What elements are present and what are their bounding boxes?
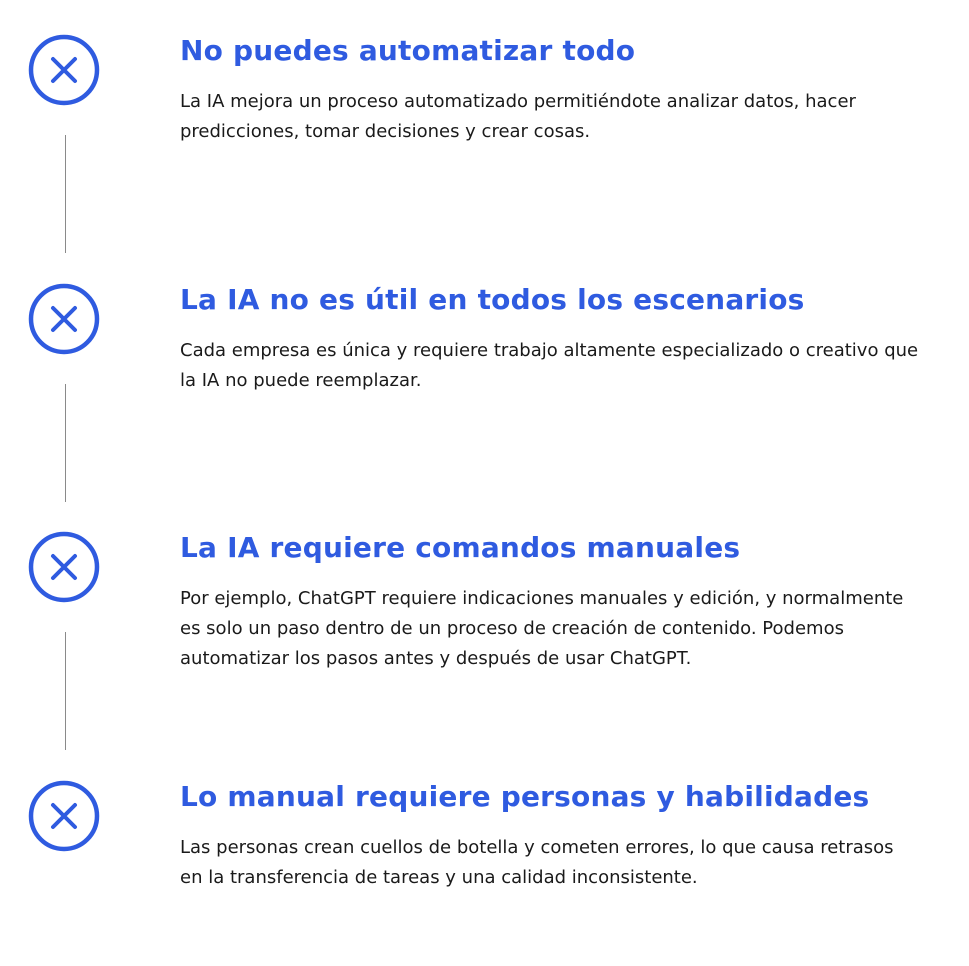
item-title: Lo manual requiere personas y habilidade…: [180, 780, 870, 813]
close-circle-icon: [28, 34, 100, 106]
close-circle-icon: [28, 780, 100, 852]
item-description: Por ejemplo, ChatGPT requiere indicacion…: [180, 588, 904, 669]
item-title: La IA no es útil en todos los escenarios: [180, 283, 805, 316]
connector-line: [65, 135, 66, 253]
connector-line: [65, 384, 66, 502]
item-title: No puedes automatizar todo: [180, 34, 636, 67]
item-description: Cada empresa es única y requiere trabajo…: [180, 340, 919, 391]
item-description: La IA mejora un proceso automatizado per…: [180, 91, 856, 142]
close-circle-icon: [28, 283, 100, 355]
close-circle-icon: [28, 531, 100, 603]
item-title: La IA requiere comandos manuales: [180, 531, 741, 564]
item-description: Las personas crean cuellos de botella y …: [180, 837, 894, 888]
connector-line: [65, 632, 66, 750]
